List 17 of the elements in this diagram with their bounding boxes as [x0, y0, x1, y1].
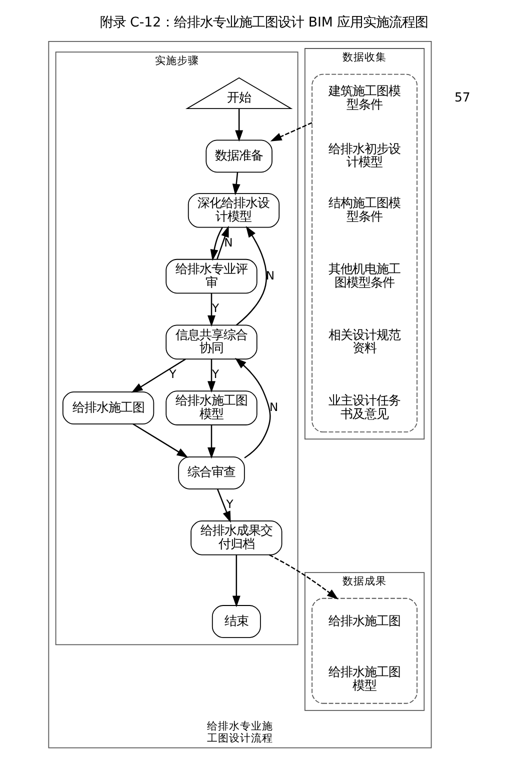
node-text: 建筑施工图模型条件 — [328, 82, 401, 112]
edge-label: N — [224, 235, 233, 250]
edge-label: Y — [226, 496, 234, 511]
node-text: 业主设计任务书及意见 — [328, 392, 401, 421]
node-text: 结构施工图模型条件 — [328, 195, 401, 224]
edge-label: N — [266, 268, 275, 282]
node-text: 相关设计规范资料 — [328, 326, 401, 356]
edge-label: Y — [212, 301, 220, 316]
node-text: 给排水施工图 — [328, 612, 401, 628]
label: 57 — [454, 90, 470, 105]
node-text: 给排水施工图模型 — [328, 664, 401, 692]
edge-label: Y — [169, 367, 176, 382]
node-text: 给排水初步设计模型 — [328, 140, 401, 170]
edge-label: N — [269, 400, 278, 414]
diagram-title: 附录 C-12：给排水专业施工图设计 BIM 应用实施流程图 — [100, 15, 428, 30]
edge-label: Y — [212, 367, 220, 382]
node-text: 其他机电施工图模型条件 — [328, 260, 401, 290]
